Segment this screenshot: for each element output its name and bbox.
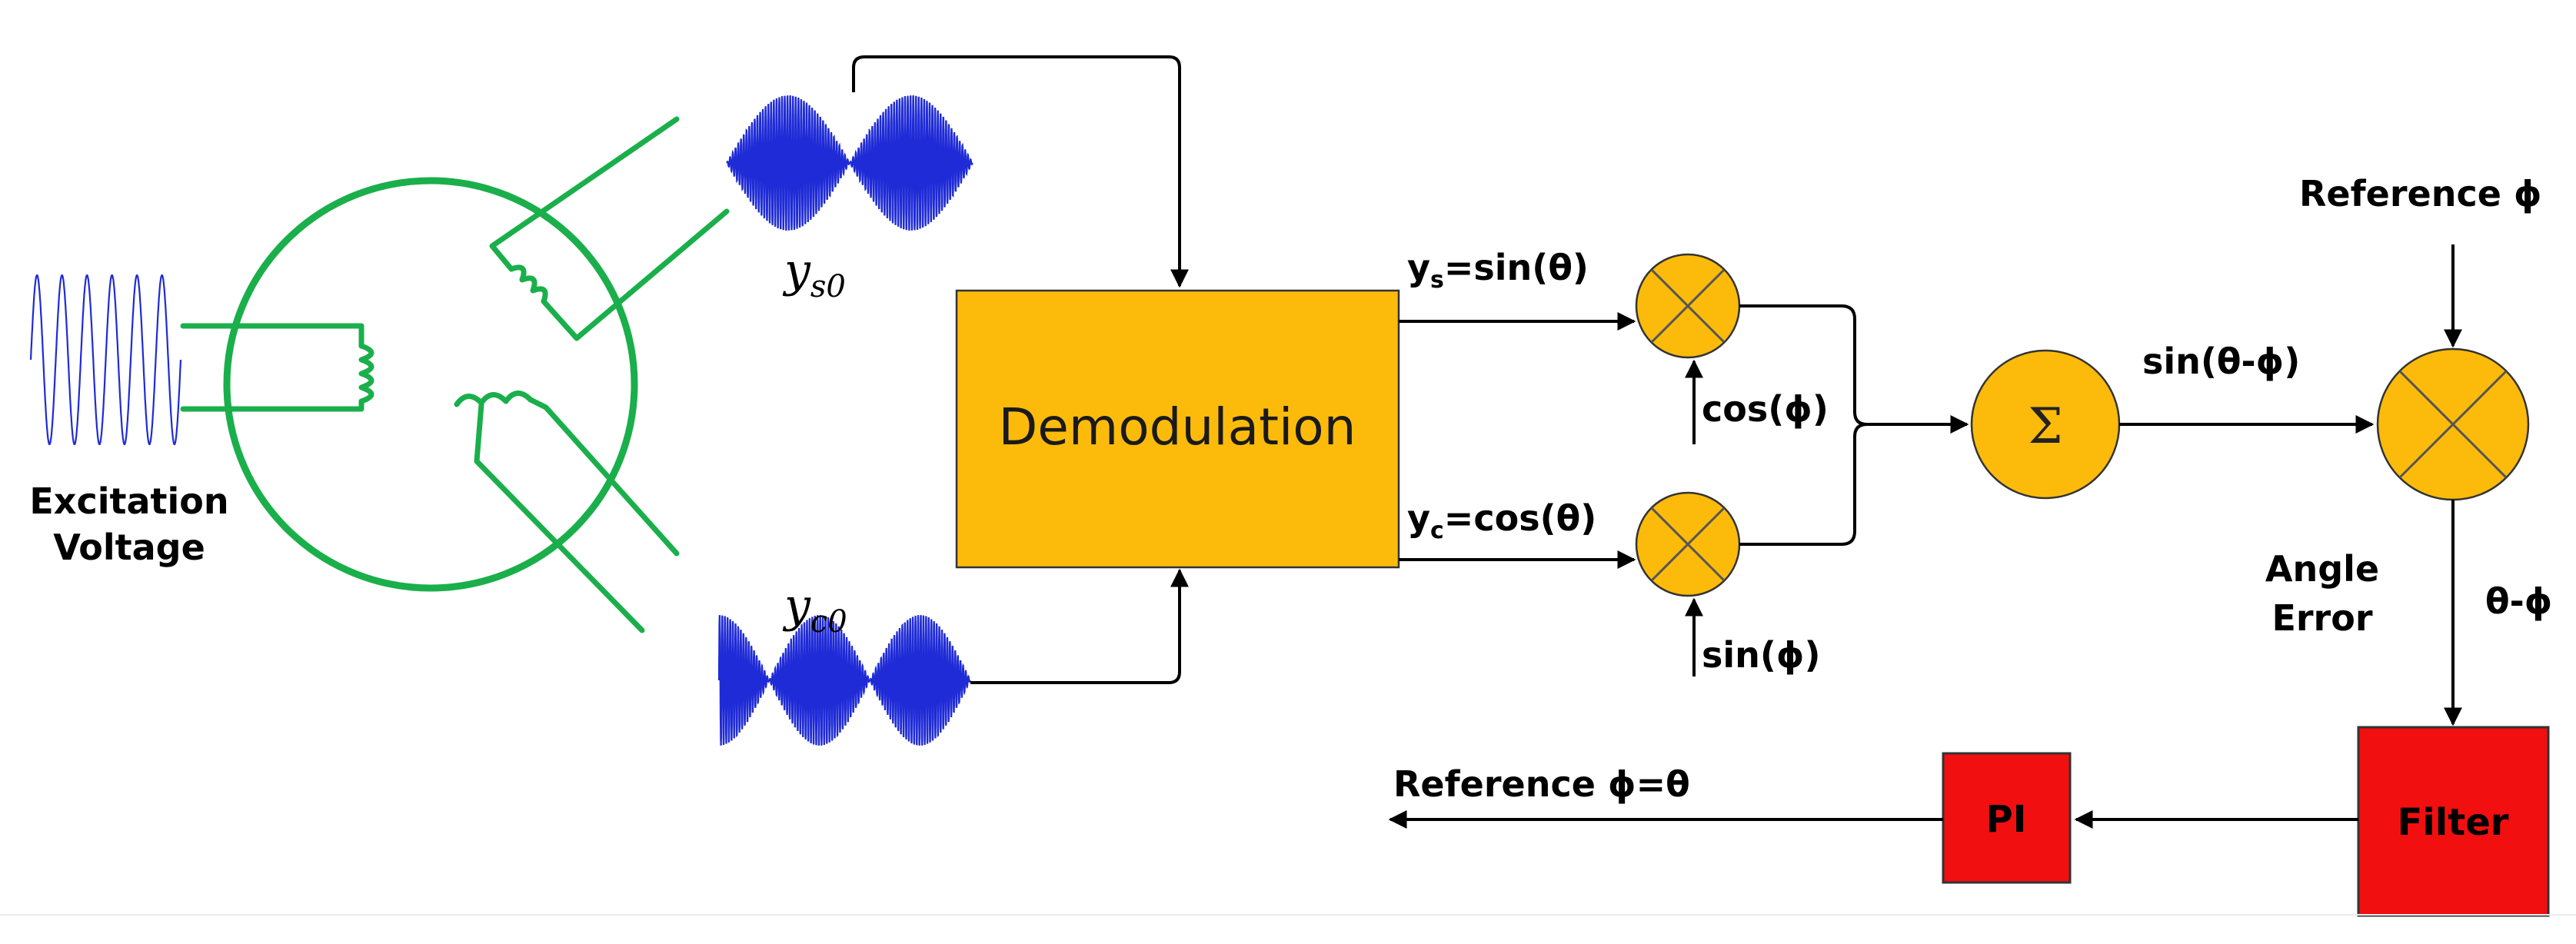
pi-label: PI — [1985, 798, 2026, 841]
pi-block — [1942, 752, 2072, 884]
cos-phi-label: cos(ϕ) — [1702, 388, 1829, 430]
ys0-label: ys0 — [782, 244, 846, 304]
demodulation-label: Demodulation — [998, 397, 1356, 457]
ys0-to-demod-wire — [852, 55, 1189, 288]
yc0-waveform — [717, 615, 971, 746]
sine-winding — [489, 116, 730, 341]
resolver — [180, 116, 730, 633]
reference-phi-label: Reference ϕ — [2299, 173, 2542, 214]
angle-error-label-line1: Angle — [2265, 548, 2379, 590]
yc0-label: yc0 — [782, 579, 847, 640]
multiplier-sin-path — [1635, 253, 1741, 359]
cosine-winding — [454, 391, 680, 633]
yc-label: yc=cos(θ) — [1407, 497, 1596, 544]
sin-phi-label: sin(ϕ) — [1702, 634, 1821, 676]
merge-wires — [1739, 304, 1868, 546]
demodulation-block — [955, 289, 1400, 569]
ys0-waveform — [726, 95, 973, 231]
sin-diff-label: sin(θ-ϕ) — [2142, 341, 2300, 382]
multiplier-cos-path — [1635, 491, 1741, 597]
ys-label: ys=sin(θ) — [1407, 247, 1589, 294]
sigma-symbol: Σ — [2028, 398, 2062, 455]
reference-output-label: Reference ϕ=θ — [1393, 763, 1690, 805]
angle-error-label-line2: Error — [2271, 597, 2372, 639]
excitation-waveform — [29, 274, 182, 446]
resolver-stator-circle — [223, 177, 638, 592]
excitation-coil — [180, 323, 374, 412]
filter-block — [2357, 726, 2550, 917]
excitation-label-line2: Voltage — [53, 527, 205, 568]
theta-minus-phi-label: θ-ϕ — [2485, 580, 2552, 622]
excitation-label-line1: Excitation — [29, 480, 228, 522]
filter-label: Filter — [2398, 801, 2509, 844]
multiplier-error — [2376, 347, 2530, 501]
yc0-to-demod-wire — [970, 568, 1189, 684]
